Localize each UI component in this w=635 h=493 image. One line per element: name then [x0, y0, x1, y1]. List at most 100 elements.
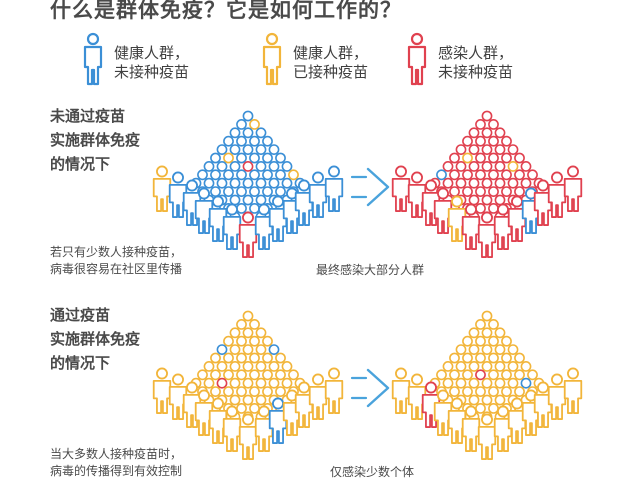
- person-dot: [268, 344, 280, 355]
- person-dot: [514, 186, 525, 197]
- person-dot: [210, 152, 221, 164]
- person-dot: [494, 377, 506, 389]
- person-dot: [255, 327, 267, 339]
- person-dot: [488, 386, 499, 397]
- person-dot: [281, 360, 293, 372]
- person-dot: [249, 386, 260, 397]
- person-dot: [488, 335, 499, 347]
- person-dot: [216, 160, 228, 172]
- person-dot: [255, 177, 267, 189]
- person-dot: [488, 369, 499, 381]
- person-dot: [275, 369, 286, 381]
- person-dot: [275, 386, 286, 397]
- person-dot: [275, 169, 286, 181]
- person-dot: [494, 344, 506, 355]
- person-dot: [236, 335, 247, 347]
- person-dot: [527, 169, 538, 181]
- person-dot: [229, 327, 241, 339]
- person-dot: [475, 402, 486, 414]
- person-dot: [462, 169, 473, 181]
- person-dot: [481, 194, 493, 206]
- person-dot: [236, 152, 247, 164]
- person-dot: [203, 377, 215, 389]
- person-dot: [242, 127, 254, 139]
- person-dot: [223, 335, 234, 347]
- person-figure: [407, 171, 427, 218]
- legend-label: 健康人群， 未接种疫苗: [114, 44, 190, 81]
- person-dot: [242, 360, 254, 372]
- person-dot: [268, 360, 280, 372]
- person-dot: [242, 377, 254, 389]
- person-dot: [501, 335, 512, 347]
- person-dot: [216, 360, 228, 372]
- person-dot: [242, 310, 254, 322]
- person-dot: [507, 144, 519, 155]
- person-dot: [488, 186, 499, 197]
- person-dot: [281, 160, 293, 172]
- person-dot: [449, 369, 460, 381]
- person-dot: [501, 135, 512, 147]
- person-dot: [481, 394, 493, 406]
- person-dot: [494, 177, 506, 189]
- person-dot: [501, 169, 512, 181]
- person-dot: [488, 402, 499, 414]
- crowd-before-2: [152, 367, 344, 460]
- person-dot: [442, 177, 454, 189]
- person-dot: [468, 194, 480, 206]
- person-dot: [281, 177, 293, 189]
- person-yellow-icon: [262, 32, 282, 86]
- person-dot: [262, 386, 273, 397]
- person-dot: [514, 352, 525, 364]
- person-dot: [255, 127, 267, 139]
- person-dot: [249, 352, 260, 364]
- person-dot: [223, 135, 234, 147]
- person-figure: [254, 405, 274, 452]
- person-dot: [210, 186, 221, 197]
- person-dot: [255, 377, 267, 389]
- person-dot: [501, 352, 512, 364]
- person-dot: [449, 352, 460, 364]
- person-dot: [507, 377, 519, 389]
- legend-label: 健康人群， 已接种疫苗: [293, 44, 369, 81]
- person-dot: [520, 377, 532, 389]
- person-dot: [242, 344, 254, 355]
- person-dot: [229, 194, 241, 206]
- person-dot: [262, 369, 273, 381]
- person-dot: [507, 344, 519, 355]
- person-figure: [563, 367, 583, 414]
- person-dot: [507, 160, 519, 172]
- person-dot: [223, 386, 234, 397]
- person-dot: [236, 169, 247, 181]
- person-dot: [520, 160, 532, 172]
- person-dot: [462, 186, 473, 197]
- person-dot: [249, 335, 260, 347]
- person-figure: [547, 171, 567, 218]
- person-dot: [216, 177, 228, 189]
- person-dot: [475, 152, 486, 164]
- person-dot: [481, 377, 493, 389]
- person-dot: [262, 352, 273, 364]
- person-dot: [242, 177, 254, 189]
- person-dot: [203, 160, 215, 172]
- person-figure: [282, 389, 302, 436]
- diamond-before-2: [190, 310, 306, 423]
- person-figure: [433, 187, 453, 234]
- person-dot: [236, 318, 247, 330]
- person-dot: [462, 135, 473, 147]
- person-dot: [210, 352, 221, 364]
- person-dot: [501, 386, 512, 397]
- person-dot: [281, 377, 293, 389]
- person-dot: [236, 119, 247, 130]
- person-dot: [229, 377, 241, 389]
- person-dot: [501, 152, 512, 164]
- person-dot: [520, 360, 532, 372]
- person-dot: [455, 360, 467, 372]
- person-dot: [249, 135, 260, 147]
- person-dot: [216, 377, 228, 389]
- person-dot: [468, 344, 480, 355]
- person-dot: [455, 144, 467, 155]
- person-dot: [488, 202, 499, 214]
- person-dot: [275, 152, 286, 164]
- page-title: 什么是群体免疫？它是如何工作的？: [50, 0, 402, 22]
- person-dot: [229, 177, 241, 189]
